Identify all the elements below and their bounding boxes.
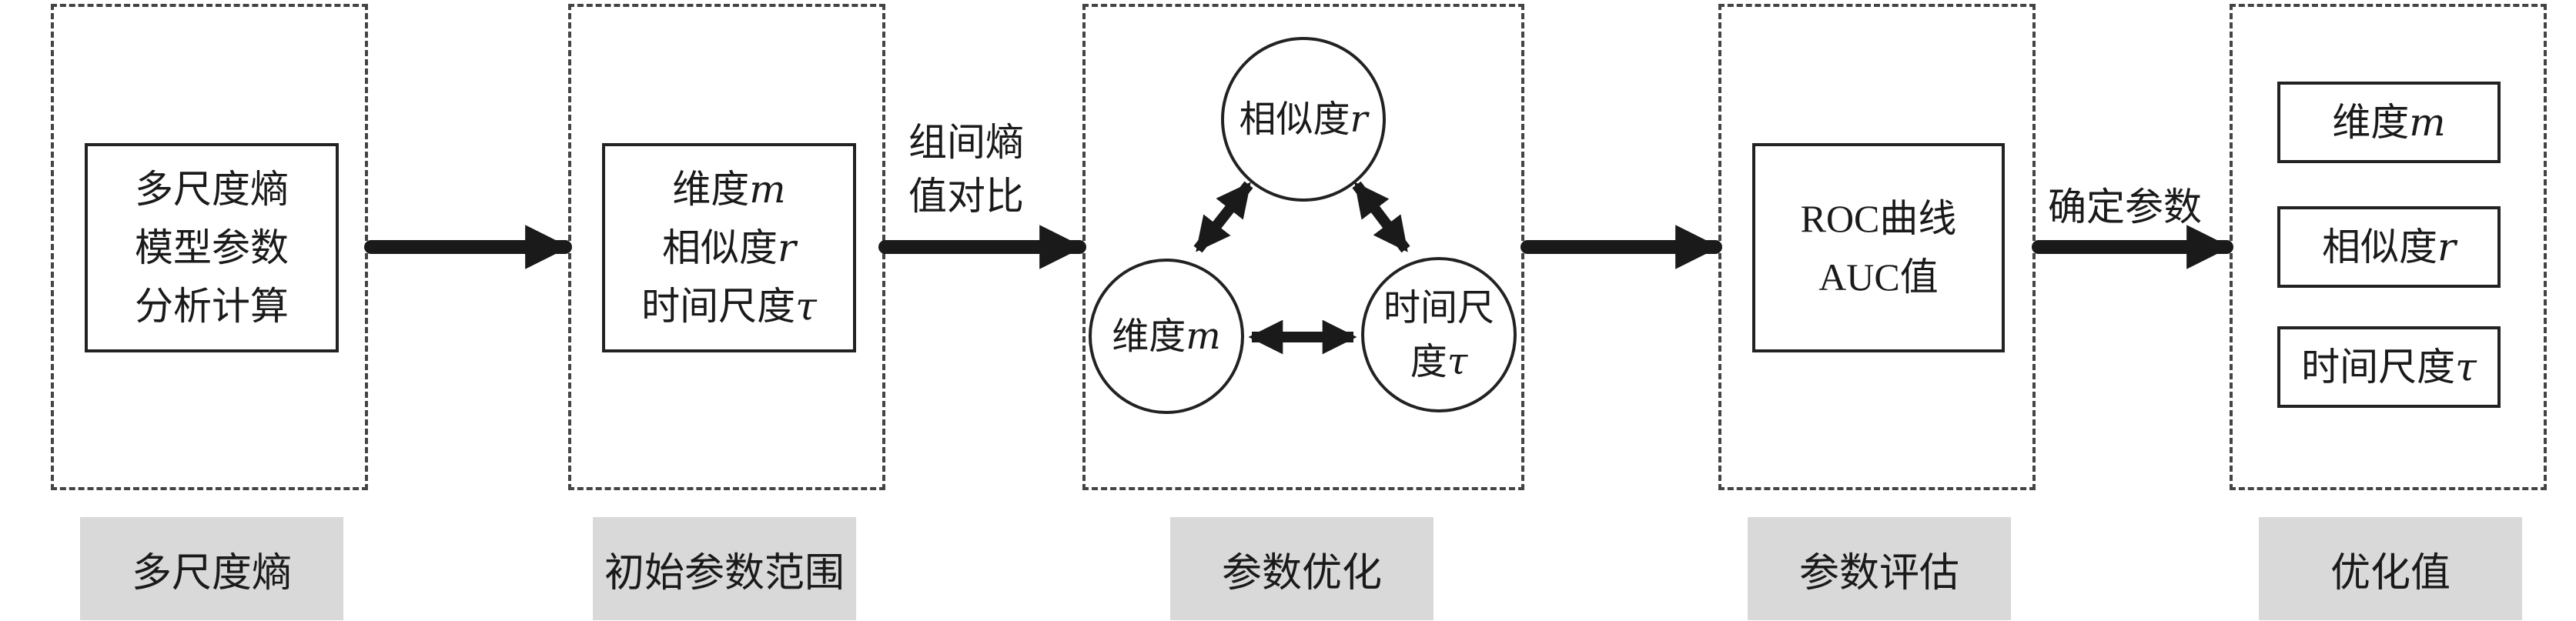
mse-calculation-box: 多尺度熵 模型参数 分析计算 — [85, 143, 339, 352]
initial-param-timescale: 时间尺度τ — [641, 284, 817, 329]
mse-box-line-2: 模型参数 — [135, 225, 289, 270]
initial-params-box: 维度m 相似度r 时间尺度τ — [602, 143, 856, 352]
initial-param-dimension: 维度m — [672, 167, 786, 212]
roc-auc-box: ROC曲线 AUC值 — [1752, 143, 2005, 352]
stage-label-evaluation: 参数评估 — [1748, 517, 2011, 620]
bidirectional-arrow-similarity-timescale — [1352, 181, 1410, 253]
auc-line: AUC值 — [1818, 255, 1939, 299]
optimal-similarity-box: 相似度r — [2277, 206, 2501, 288]
circle-dimension: 维度m — [1089, 259, 1244, 414]
bidirectional-arrow-dimension-similarity — [1193, 181, 1253, 253]
arrow-note-determine: 确定参数 — [2048, 185, 2202, 229]
stage-label-multiscale-entropy: 多尺度熵 — [80, 517, 343, 620]
stage-label-optimal-values: 优化值 — [2259, 517, 2522, 620]
optimal-dimension-box: 维度m — [2277, 82, 2501, 163]
roc-line: ROC曲线 — [1800, 197, 1957, 240]
arrow-note-compare-line-2: 值对比 — [908, 174, 1024, 219]
stage-label-optimization: 参数优化 — [1170, 517, 1434, 620]
circle-timescale: 时间尺 度τ — [1361, 257, 1517, 412]
mse-box-line-1: 多尺度熵 — [135, 167, 289, 212]
circle-similarity: 相似度r — [1221, 37, 1386, 202]
mse-box-line-3: 分析计算 — [135, 284, 289, 329]
stage-label-initial-range: 初始参数范围 — [593, 517, 856, 620]
optimal-timescale-box: 时间尺度τ — [2277, 326, 2501, 408]
initial-param-similarity: 相似度r — [662, 225, 796, 270]
arrow-note-compare-line-1: 组间熵 — [908, 120, 1024, 165]
arrow-note-compare: 组间熵 值对比 — [893, 115, 1039, 223]
